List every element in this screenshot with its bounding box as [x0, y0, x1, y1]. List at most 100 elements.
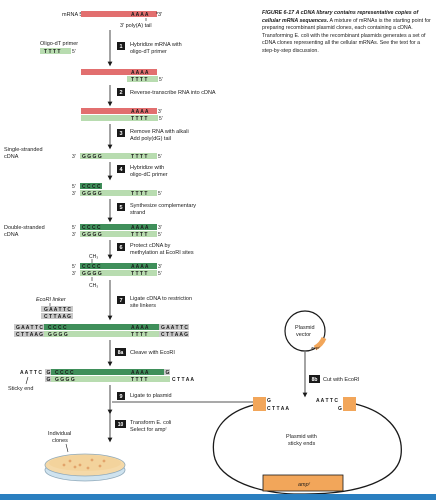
petri-dish	[44, 453, 126, 482]
step-3-badge	[117, 129, 125, 137]
odc-3: 3′	[72, 191, 76, 197]
plasmid-vector-label-1: Plasmid	[295, 325, 315, 331]
plasmid-sticky-label-1: Plasmid with	[286, 434, 317, 440]
plasmid-right-g: G	[338, 406, 342, 412]
step-8b-badge	[309, 375, 320, 383]
rt-rna-3: 3′	[158, 109, 162, 115]
plasmid-right-aattc: A A T T C	[316, 398, 338, 404]
mrna-label: mRNA 5′	[62, 12, 84, 18]
ss-5: 5′	[158, 154, 162, 160]
cut-aattc-left: A A T T C	[20, 370, 42, 376]
step-6-line-1: Protect cDNA by	[130, 243, 171, 249]
odc-cccc: C C C C	[82, 184, 101, 190]
caption-title: A cDNA library contains representative c…	[262, 10, 419, 24]
step-6-badge	[117, 243, 125, 251]
lig-top-aaaa: A A A A	[131, 325, 149, 331]
linker-gaattc: G A A T T C	[44, 307, 71, 313]
step-5-line-2: strand	[130, 210, 145, 216]
double-stranded-label-2: cDNA	[4, 232, 19, 238]
step-2-line-1: Reverse-transcribe RNA into cDNA	[130, 90, 216, 96]
individual-clones-label-2: clones	[52, 438, 68, 444]
step-10-badge	[115, 420, 126, 428]
me-5: 5′	[72, 264, 76, 270]
cut-top-aaaa: A A A A	[131, 370, 149, 376]
cut-top-cccc: C C C C	[55, 370, 74, 376]
lig-bottom-tttt: T T T T	[131, 332, 147, 338]
ds-gggg: G G G G	[82, 232, 102, 238]
mrna-polya-n: n	[156, 10, 158, 15]
rt-rna-polya: A A A A	[131, 109, 149, 115]
sticky-end-label: Sticky end	[8, 386, 33, 392]
plasmid-left-cttaa: C T T A A	[267, 406, 289, 412]
me-gggg: G G G G	[82, 271, 102, 277]
step-10-line-2: Select for ampʳ	[130, 426, 167, 433]
ch3-top: CH₃	[89, 254, 98, 260]
step-1-badge	[117, 42, 125, 50]
oligo-dt-label: Oligo-dT primer	[40, 41, 78, 47]
hybrid-primer-seq: T T T T	[131, 77, 147, 83]
step-1-line-1: Hybridize mRNA with	[130, 42, 182, 48]
mrna-3prime: 3′	[158, 12, 162, 18]
odc-5: 5′	[72, 184, 76, 190]
step-9-badge	[117, 392, 125, 400]
rt-cdna-seq: T T T T	[131, 116, 147, 122]
plasmid-sticky-label-2: sticky ends	[288, 441, 315, 447]
me-3: 3′	[72, 271, 76, 277]
individual-clones-label-1: Individual	[48, 431, 71, 437]
ss-cdna-strand	[80, 153, 157, 159]
step-1-line-2: oligo-dT primer	[130, 49, 167, 55]
step-3-line-2: Add poly(dG) tail	[130, 136, 171, 142]
me-top-strand	[80, 263, 157, 269]
ds-3: 3′	[72, 232, 76, 238]
lig-top-left-linker	[14, 324, 44, 330]
clones-pointer	[65, 443, 69, 453]
step-5-number: 5	[119, 205, 122, 211]
linker-bottom	[41, 313, 73, 319]
lig-bottom-right-seq: C T T A A G	[161, 332, 188, 338]
ds-5b: 5′	[158, 232, 162, 238]
cut-top-g: G	[47, 370, 51, 376]
me-5b: 5′	[158, 271, 162, 277]
step-4-line-1: Hybridize with	[130, 165, 164, 171]
step-5-line-1: Synthesize complementary	[130, 203, 196, 209]
step-1-number: 1	[119, 44, 122, 50]
ds-5: 5′	[72, 225, 76, 231]
lig-bottom-gggg: G G G G	[48, 332, 68, 338]
plasmid-vector	[284, 310, 327, 352]
rt-cdna-5: 5′	[159, 116, 163, 122]
step-9-number: 9	[119, 394, 122, 400]
single-stranded-label-1: Single-stranded	[4, 147, 43, 153]
cut-top-right-g	[164, 369, 170, 375]
lig-top-right-seq: G A A T T C	[161, 325, 188, 331]
step-8a-line-1: Cleave with EcoRI	[130, 350, 175, 356]
caption-label: FIGURE 6-17	[262, 10, 295, 16]
ds-3a: 3′	[158, 225, 162, 231]
oligo-dt-seq: T T T T	[44, 49, 60, 55]
step-7-number: 7	[119, 298, 122, 304]
lig-top-strand	[14, 324, 189, 330]
ss-gggg: G G G G	[82, 154, 102, 160]
lig-top-left-seq: G A A T T C	[16, 325, 43, 331]
ds-tttt: T T T T	[131, 232, 147, 238]
hybrid-rna-polya: A A A A	[131, 70, 149, 76]
ds-cccc: C C C C	[82, 225, 101, 231]
lig-bottom-left-linker	[14, 331, 44, 337]
step-9-line-1: Ligate to plasmid	[130, 393, 172, 399]
hybrid-primer-5: 5′	[159, 77, 163, 83]
cut-bottom-left-g	[45, 376, 51, 382]
step-10-line-1: Transform E. coli	[130, 420, 171, 426]
step-7-line-2: site linkers	[130, 303, 156, 309]
hybrid-primer	[127, 76, 158, 82]
amp-gene-label: ampʳ	[298, 481, 311, 488]
caption-body: A mixture of mRNAs is the starting point…	[262, 17, 431, 54]
lig-bottom-right-linker	[159, 331, 189, 337]
ecori-linker-label: EcoRI linker	[36, 297, 67, 303]
polya-tail-label: 3′ poly(A) tail	[120, 23, 152, 29]
step-3-number: 3	[119, 131, 122, 137]
cut-top-right-g-text: G	[166, 370, 170, 376]
cut-bottom-strand	[45, 376, 170, 382]
single-stranded-label-2: cDNA	[4, 154, 19, 160]
odc-gggg: G G G G	[82, 191, 102, 197]
rt-cdna-strand	[81, 115, 158, 121]
rt-rna-strand	[81, 108, 157, 114]
